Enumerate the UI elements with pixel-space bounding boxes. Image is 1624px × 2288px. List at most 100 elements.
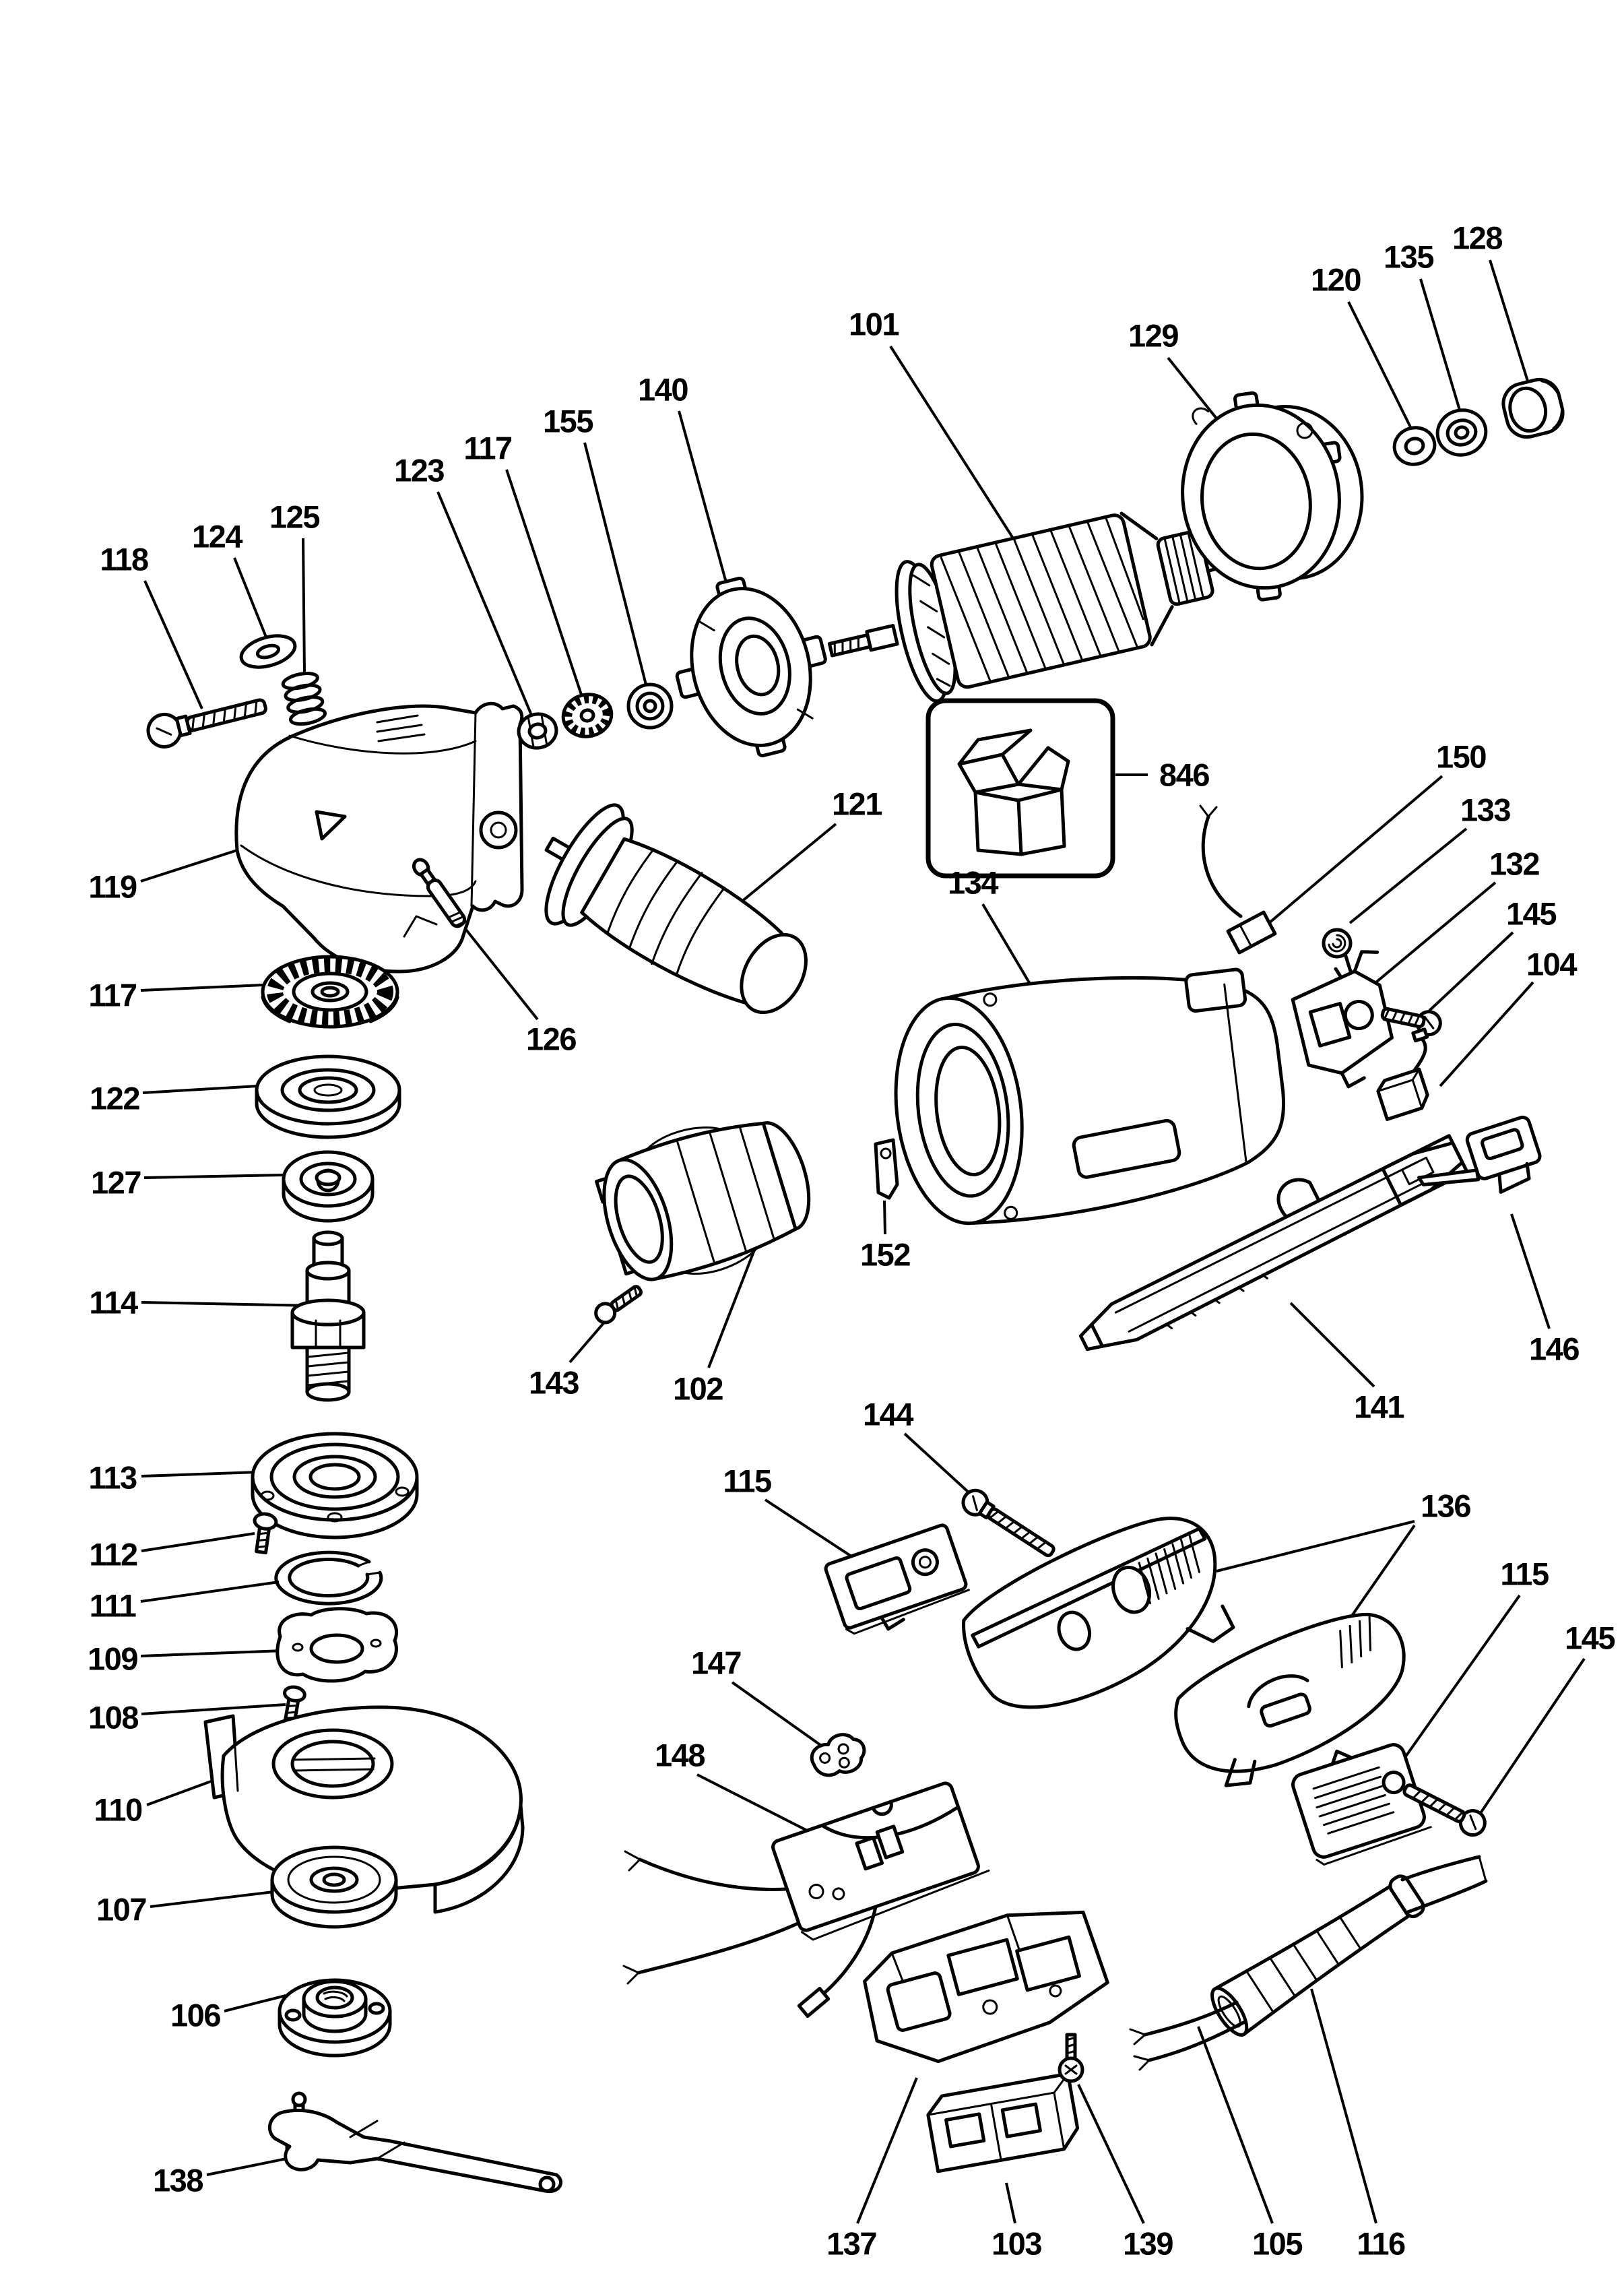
part-label-122: 122	[90, 1080, 140, 1116]
service-box-846	[925, 698, 1115, 879]
leader-line-145	[1428, 931, 1514, 1012]
washer-124	[239, 634, 297, 669]
part-label-127: 127	[91, 1164, 141, 1201]
part-label-124: 124	[192, 518, 242, 554]
leader-line-145	[1475, 1657, 1586, 1820]
part-label-121: 121	[832, 786, 882, 822]
leader-line-150	[1268, 775, 1443, 924]
part-label-152: 152	[860, 1236, 911, 1273]
part-label-116: 116	[1357, 2225, 1406, 2262]
part-label-115: 115	[1500, 1556, 1549, 1592]
leader-line-109	[140, 1649, 284, 1657]
part-label-106: 106	[170, 1997, 221, 2033]
part-label-138: 138	[153, 2162, 203, 2198]
part-label-117: 117	[463, 430, 513, 466]
clamp-plate-140	[675, 576, 827, 758]
part-label-145: 145	[1565, 1620, 1615, 1656]
leader-line-133	[1349, 827, 1468, 924]
leader-line-106	[224, 1994, 286, 2012]
part-label-146: 146	[1529, 1331, 1580, 1367]
spring-125	[281, 671, 327, 726]
leader-line-144	[903, 1432, 978, 1501]
part-label-137: 137	[826, 2225, 877, 2262]
bearing-flange-113	[251, 1432, 419, 1539]
screw-144	[961, 1488, 1055, 1558]
part-label-118: 118	[100, 541, 149, 577]
part-label-139: 139	[1123, 2225, 1173, 2262]
field-102	[595, 1121, 811, 1281]
part-label-104: 104	[1526, 946, 1577, 982]
cord-protector-105	[1210, 1874, 1425, 2037]
leader-line-132	[1363, 881, 1497, 993]
controller-148	[622, 1781, 990, 2019]
lock-pin-126	[412, 858, 467, 928]
handle-shell-lower-136	[1174, 1613, 1406, 1787]
pinion-gear-117	[561, 693, 614, 738]
part-label-846: 846	[1159, 757, 1210, 793]
leader-line-126	[465, 928, 539, 1021]
screw-112	[253, 1512, 278, 1555]
bevel-gear-117	[261, 955, 399, 1029]
part-label-132: 132	[1489, 846, 1540, 882]
leader-line-117	[505, 469, 585, 701]
part-label-135: 135	[1384, 239, 1434, 275]
leader-line-103	[1005, 2182, 1016, 2224]
part-label-134: 134	[948, 864, 998, 901]
part-label-110: 110	[94, 1791, 143, 1828]
leader-line-111	[140, 1581, 280, 1603]
sleeve-128	[1501, 377, 1565, 439]
part-label-136: 136	[1421, 1488, 1471, 1524]
part-label-101: 101	[849, 306, 899, 342]
switch-plate-115	[824, 1523, 970, 1635]
leader-line-116	[1310, 1988, 1377, 2224]
leader-line-135	[1419, 278, 1462, 413]
leader-line-107	[150, 1890, 274, 1908]
slide-bar-141	[1078, 1134, 1469, 1352]
bearing-155	[626, 682, 674, 730]
handle-shell-upper-136	[962, 1517, 1235, 1709]
leader-line-104	[1439, 981, 1534, 1087]
part-label-125: 125	[269, 499, 320, 535]
part-label-129: 129	[1128, 317, 1179, 354]
bearing-135	[1435, 408, 1488, 457]
leader-line-118	[143, 580, 203, 709]
leader-line-128	[1489, 259, 1530, 386]
screw-143	[594, 1285, 643, 1325]
wheel-guard-110	[203, 1705, 525, 1914]
motor-housing-134	[894, 967, 1285, 1226]
pinion-nut-123	[517, 712, 558, 750]
part-label-126: 126	[526, 1021, 577, 1057]
leader-line-110	[146, 1777, 219, 1806]
part-label-155: 155	[543, 403, 593, 439]
leader-line-124	[233, 557, 268, 639]
lock-ring-111	[274, 1550, 383, 1606]
washer-120	[1392, 426, 1437, 466]
part-label-148: 148	[655, 1737, 705, 1773]
baffle-152	[874, 1138, 899, 1200]
grinding-wheel-107	[270, 1845, 398, 1929]
leader-line-139	[1077, 2084, 1145, 2224]
gear-case-cover-129	[1181, 391, 1364, 602]
leader-line-108	[141, 1703, 286, 1715]
part-label-144: 144	[863, 1396, 913, 1432]
armature-101	[827, 511, 1274, 703]
leader-line-140	[678, 410, 736, 612]
leader-line-122	[142, 1085, 259, 1094]
part-label-117: 117	[88, 977, 137, 1013]
cover-plate-109	[275, 1607, 399, 1683]
screw-139	[1058, 2033, 1084, 2083]
dust-cover-122	[255, 1054, 401, 1139]
leader-line-101	[889, 345, 1037, 575]
leader-line-102	[707, 1246, 757, 1368]
leader-line-147	[731, 1681, 831, 1753]
leader-line-115	[1394, 1594, 1521, 1772]
part-label-140: 140	[638, 371, 688, 408]
leader-line-120	[1347, 301, 1413, 431]
part-label-109: 109	[88, 1641, 138, 1677]
leader-line-125	[302, 538, 306, 674]
wire-grommet-147	[810, 1733, 866, 1777]
part-label-145: 145	[1506, 895, 1557, 932]
leader-line-155	[583, 442, 649, 693]
terminal-block-103	[926, 2072, 1080, 2173]
